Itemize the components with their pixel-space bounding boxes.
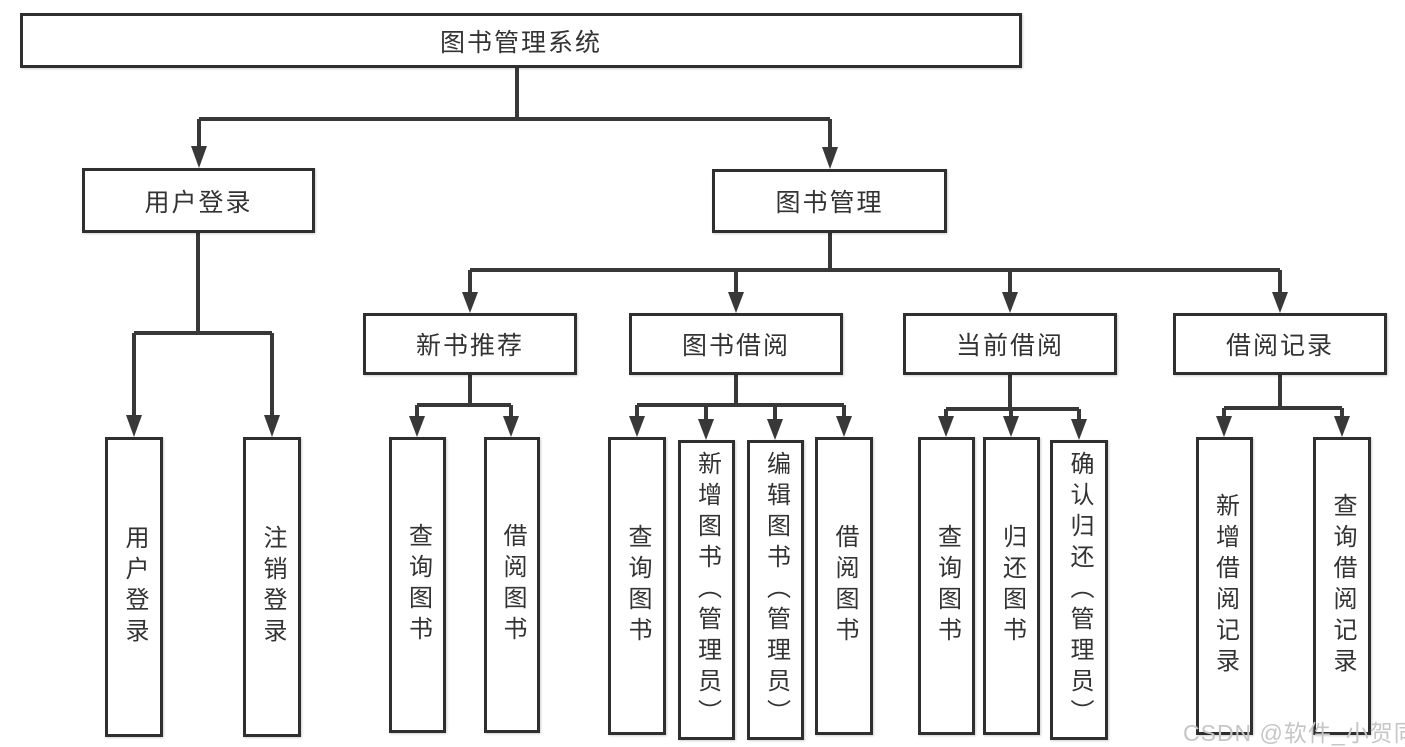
- leaf-borrow-edit-book-admin-label: 编辑图书（管理员）: [762, 450, 790, 730]
- node-new-book-recommend: 新书推荐: [363, 313, 577, 375]
- arrowhead: [126, 415, 142, 437]
- leaf-records-query-record: 查询借阅记录: [1313, 437, 1371, 735]
- leaf-current-confirm-return-admin: 确认归还（管理员）: [1050, 440, 1108, 740]
- node-new-book-recommend-label: 新书推荐: [415, 332, 524, 360]
- arrowhead: [1216, 416, 1232, 437]
- connector-current: [944, 375, 1081, 419]
- arrowhead: [191, 146, 207, 168]
- arrowhead: [503, 416, 519, 437]
- leaf-current-query-book-label: 查询图书: [933, 524, 961, 648]
- arrowhead: [938, 416, 954, 437]
- leaf-current-return-book-label: 归还图书: [998, 524, 1026, 648]
- leaf-records-query-record-label: 查询借阅记录: [1329, 493, 1356, 679]
- leaf-recommend-borrow-book-label: 借阅图书: [499, 523, 526, 647]
- arrowhead: [728, 292, 744, 313]
- arrowhead: [629, 416, 645, 437]
- leaf-borrow-add-book-admin: 新增图书（管理员）: [678, 440, 735, 740]
- node-user-login-label: 用户登录: [144, 188, 253, 217]
- leaf-borrow-add-book-admin-label: 新增图书（管理员）: [693, 450, 721, 730]
- node-book-borrow-label: 图书借阅: [681, 332, 790, 360]
- node-book-manage-label: 图书管理: [775, 189, 884, 217]
- node-current-borrow-label: 当前借阅: [955, 332, 1064, 360]
- arrowhead: [1071, 419, 1087, 440]
- leaf-recommend-borrow-book: 借阅图书: [484, 437, 540, 733]
- connector-recommend: [415, 375, 513, 416]
- node-borrow-records-label: 借阅记录: [1225, 332, 1334, 360]
- node-root: 图书管理系统: [20, 13, 1022, 68]
- arrowhead: [1334, 416, 1350, 437]
- leaf-recommend-query-book-label: 查询图书: [404, 523, 432, 647]
- arrowhead: [767, 419, 783, 440]
- leaf-current-return-book: 归还图书: [983, 437, 1040, 735]
- arrowhead: [264, 415, 280, 437]
- leaf-user-login: 用户登录: [105, 437, 163, 737]
- arrowhead: [1003, 416, 1019, 437]
- node-current-borrow: 当前借阅: [903, 313, 1117, 375]
- node-user-login: 用户登录: [82, 168, 315, 233]
- connector-borrow: [635, 375, 846, 419]
- arrowhead: [698, 419, 714, 440]
- connector-root: [197, 68, 832, 147]
- leaf-borrow-query-book-label: 查询图书: [624, 524, 651, 648]
- arrowhead: [1002, 292, 1018, 313]
- leaf-borrow-edit-book-admin: 编辑图书（管理员）: [747, 440, 804, 740]
- csdn-watermark: CSDN @软件_小贺同学: [1183, 720, 1405, 746]
- arrowhead: [462, 292, 478, 313]
- leaf-current-confirm-return-admin-label: 确认归还（管理员）: [1066, 450, 1093, 730]
- leaf-borrow-query-book: 查询图书: [608, 437, 666, 735]
- leaf-user-login-label: 用户登录: [121, 525, 148, 649]
- leaf-logout: 注销登录: [243, 437, 301, 737]
- connector-login: [132, 233, 274, 415]
- arrowhead: [1272, 292, 1288, 313]
- node-root-label: 图书管理系统: [439, 28, 602, 57]
- arrowhead: [409, 416, 425, 437]
- leaf-records-add-record: 新增借阅记录: [1196, 437, 1253, 735]
- leaf-borrow-borrow-book-label: 借阅图书: [831, 524, 858, 648]
- leaf-recommend-query-book: 查询图书: [389, 437, 446, 733]
- arrowhead: [822, 147, 838, 169]
- leaf-logout-label: 注销登录: [259, 525, 286, 649]
- arrowhead: [836, 416, 852, 437]
- node-book-manage: 图书管理: [712, 169, 947, 233]
- connector-records: [1222, 375, 1344, 416]
- node-book-borrow: 图书借阅: [629, 313, 843, 375]
- leaf-current-query-book: 查询图书: [918, 437, 975, 735]
- node-borrow-records: 借阅记录: [1173, 313, 1387, 375]
- connector-manage: [468, 233, 1282, 292]
- leaf-borrow-borrow-book: 借阅图书: [815, 437, 873, 735]
- leaf-records-add-record-label: 新增借阅记录: [1211, 493, 1239, 679]
